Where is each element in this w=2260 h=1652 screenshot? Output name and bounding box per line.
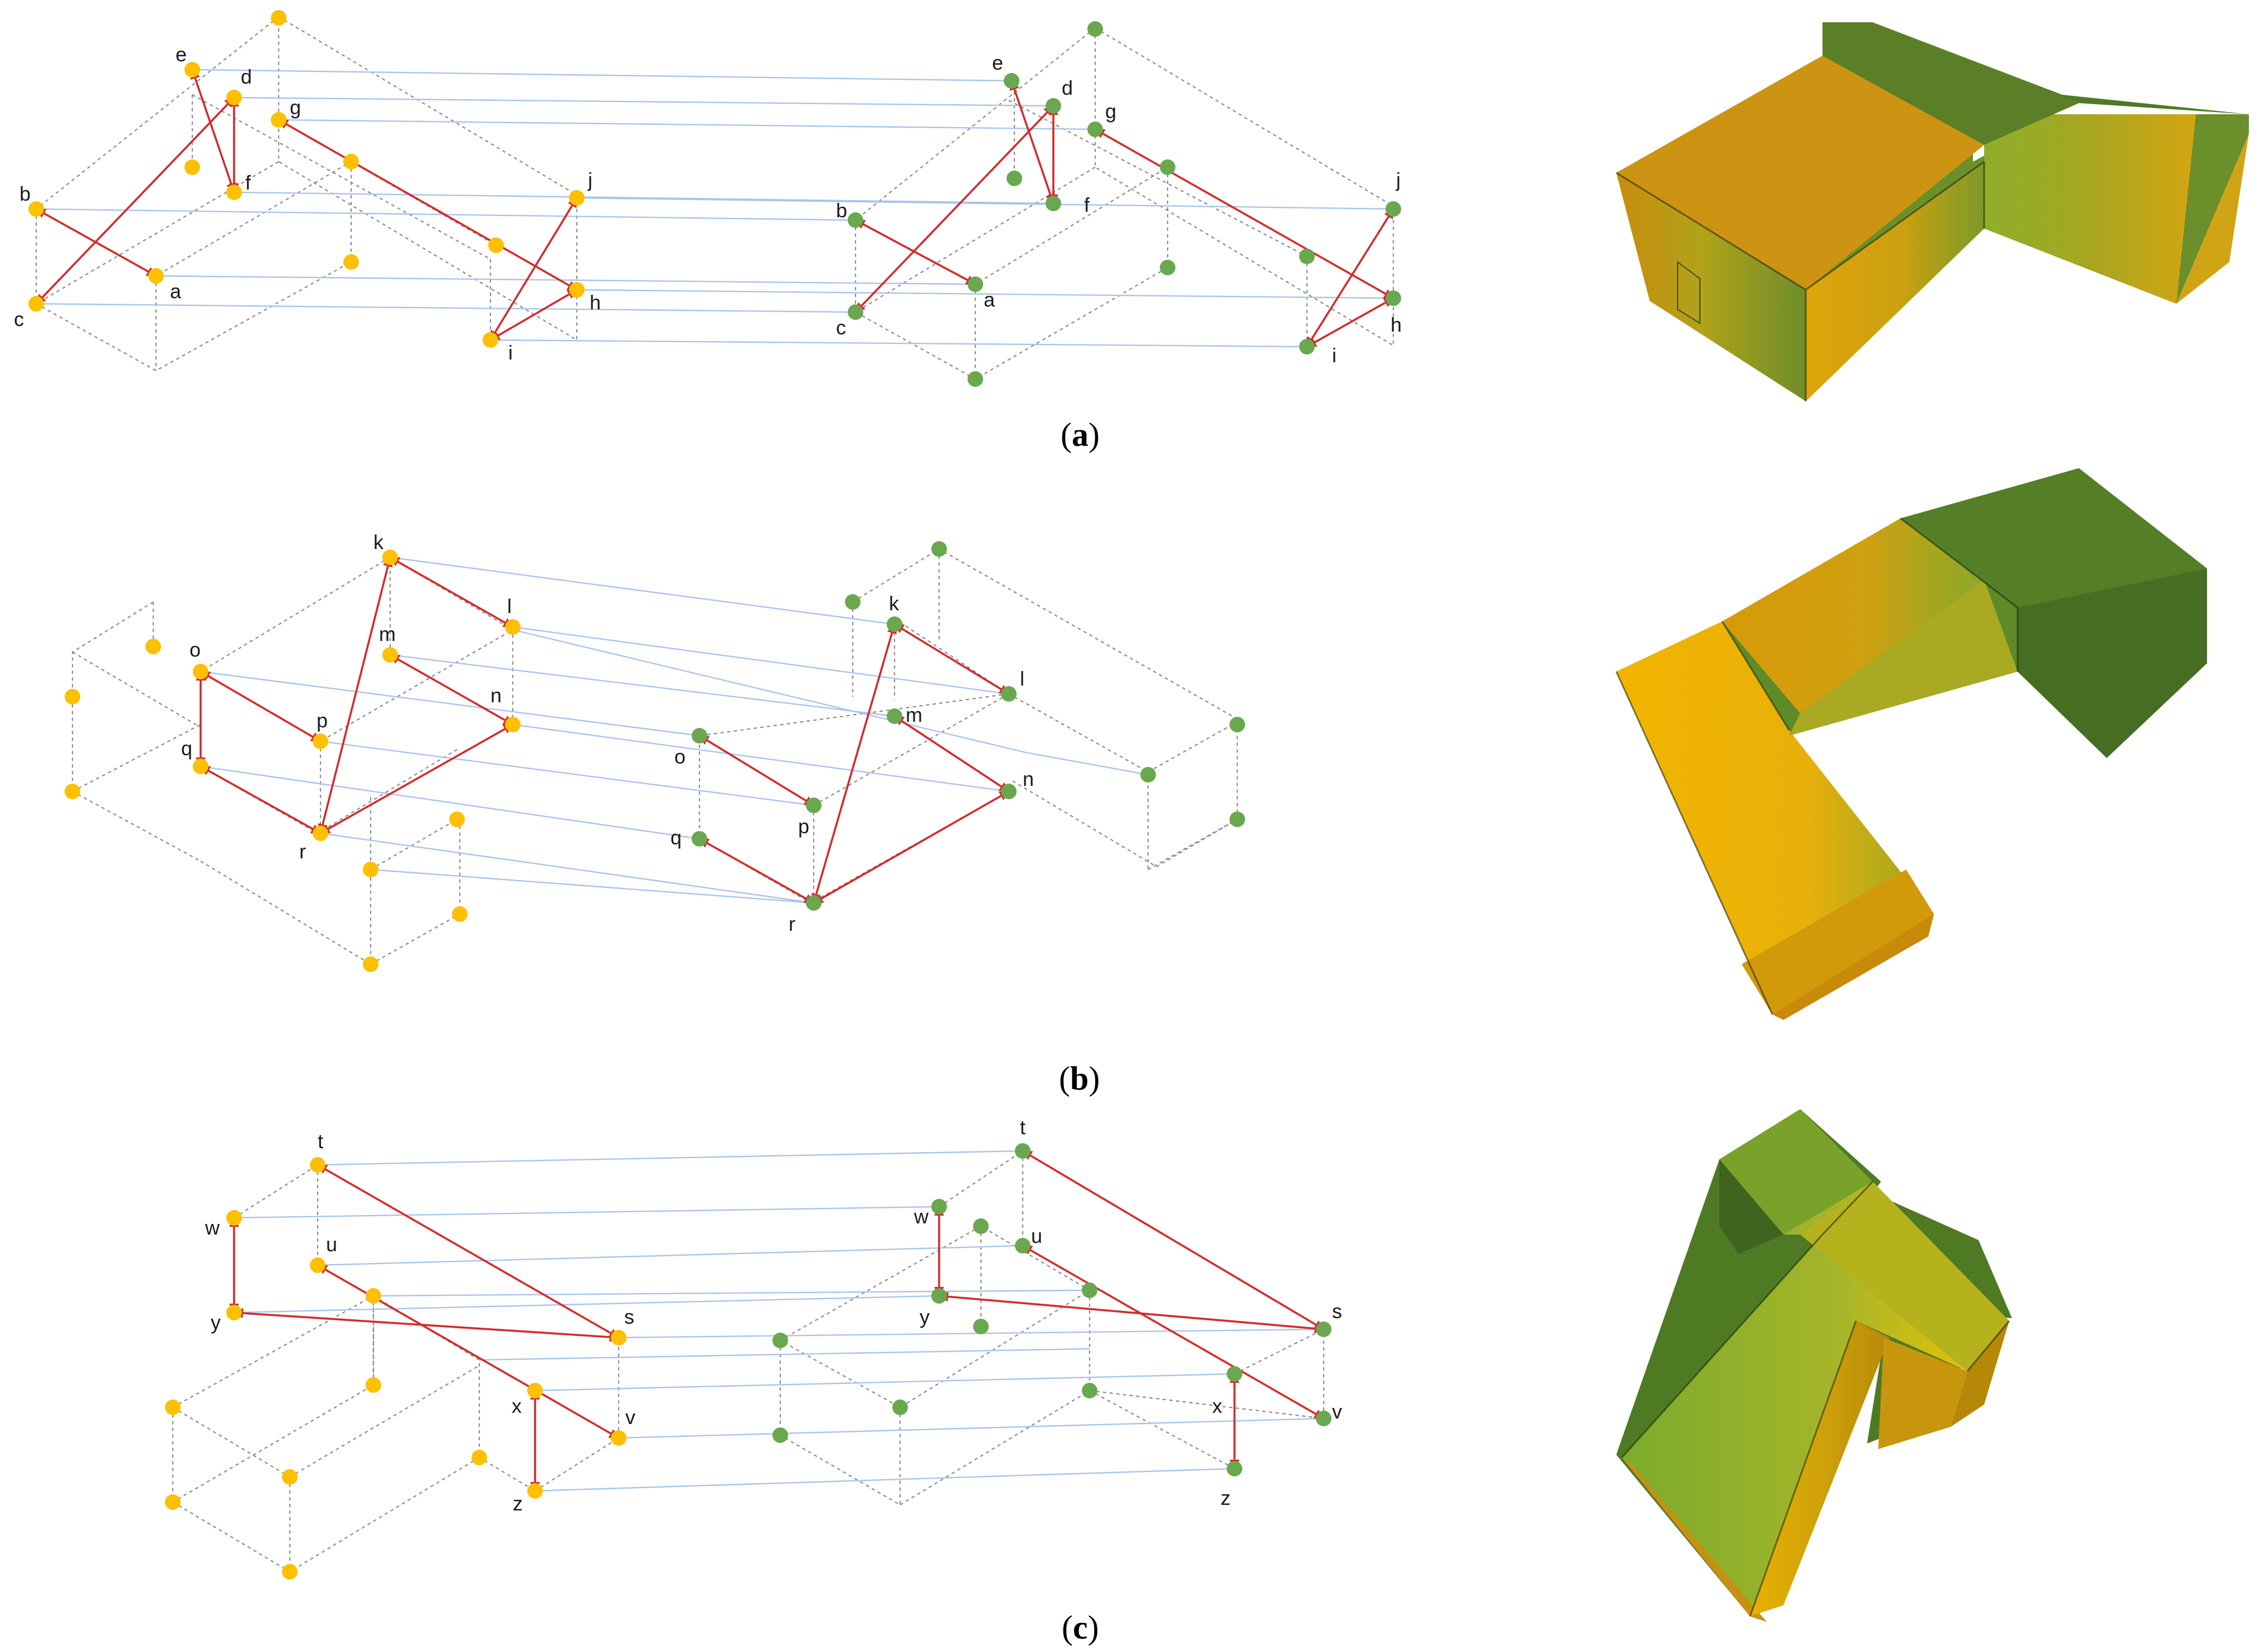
label-e: e xyxy=(176,43,187,66)
label-l-target: l xyxy=(1020,667,1024,690)
label-s-target: s xyxy=(1332,1300,1342,1323)
panel-b-point-labels: k l m n o p q r k l m n o p q r xyxy=(181,531,1034,935)
label-e-target: e xyxy=(992,51,1003,74)
label-t: t xyxy=(318,1130,323,1153)
caption-b: (b) xyxy=(1059,1060,1100,1097)
panel-b-wireframe-target xyxy=(698,548,1238,904)
label-p: p xyxy=(317,709,328,732)
label-h-target: h xyxy=(1391,313,1402,336)
label-k: k xyxy=(373,531,384,553)
label-q-target: q xyxy=(670,826,682,849)
panel-b-building-render xyxy=(1615,468,2207,1020)
label-j: j xyxy=(587,168,592,191)
label-i: i xyxy=(508,341,513,364)
label-m-target: m xyxy=(906,703,922,726)
label-n: n xyxy=(490,684,502,707)
label-p-target: p xyxy=(798,815,809,838)
label-z-target: z xyxy=(1221,1486,1231,1509)
label-v-target: v xyxy=(1332,1400,1342,1423)
panel-c-point-labels: t w u y s x v z t w u y s x v z xyxy=(205,1116,1342,1515)
panel-c-wireframe-source xyxy=(172,1164,620,1573)
label-o-target: o xyxy=(674,745,686,768)
label-m: m xyxy=(379,623,396,645)
label-f: f xyxy=(245,171,251,194)
panel-b-correspondences xyxy=(200,556,1149,904)
label-u-target: u xyxy=(1031,1225,1042,1247)
label-y-target: y xyxy=(920,1305,930,1328)
label-r: r xyxy=(299,840,306,863)
label-f-target: f xyxy=(1084,193,1090,216)
panel-a-building-render xyxy=(1616,22,2249,401)
label-z: z xyxy=(513,1492,523,1515)
label-w-target: w xyxy=(913,1205,929,1228)
label-j-target: j xyxy=(1396,168,1401,191)
panel-a-point-labels: e d g f b j a h c i e d g f b j a h c i xyxy=(14,43,1402,367)
label-w: w xyxy=(205,1216,220,1239)
panel-b-vectors xyxy=(196,556,1010,904)
label-x: x xyxy=(512,1395,522,1417)
label-l: l xyxy=(507,595,512,618)
panel-c-building-render xyxy=(1616,1109,2012,1622)
label-g-target: g xyxy=(1105,100,1116,123)
label-x-target: x xyxy=(1212,1395,1222,1417)
label-q: q xyxy=(181,737,192,760)
label-d-target: d xyxy=(1062,76,1073,99)
label-d: d xyxy=(241,65,252,88)
label-a-target: a xyxy=(984,288,995,311)
label-t-target: t xyxy=(1020,1116,1025,1139)
label-k-target: k xyxy=(889,592,900,615)
label-s: s xyxy=(624,1305,634,1328)
panel-a-nodes xyxy=(28,10,1401,387)
label-a: a xyxy=(170,280,182,303)
label-c-target: c xyxy=(836,316,846,339)
panel-b-nodes xyxy=(65,541,1245,972)
label-h: h xyxy=(590,291,601,314)
label-b-target: b xyxy=(836,199,847,222)
label-i-target: i xyxy=(1332,344,1336,367)
panel-a-vectors xyxy=(35,69,1394,348)
caption-c: (c) xyxy=(1062,1609,1099,1646)
panel-c-wireframe-target xyxy=(779,1150,1325,1506)
label-r-target: r xyxy=(789,912,795,935)
label-n-target: n xyxy=(1023,767,1034,790)
label-c: c xyxy=(14,308,24,331)
label-g: g xyxy=(290,96,301,119)
label-v: v xyxy=(625,1406,635,1429)
label-u: u xyxy=(326,1233,337,1256)
panel-c-nodes xyxy=(165,1143,1331,1580)
label-b: b xyxy=(20,182,31,205)
label-y: y xyxy=(211,1311,221,1334)
panel-a-correspondences xyxy=(36,69,1394,348)
label-o: o xyxy=(189,638,201,661)
caption-a: (a) xyxy=(1061,416,1100,453)
